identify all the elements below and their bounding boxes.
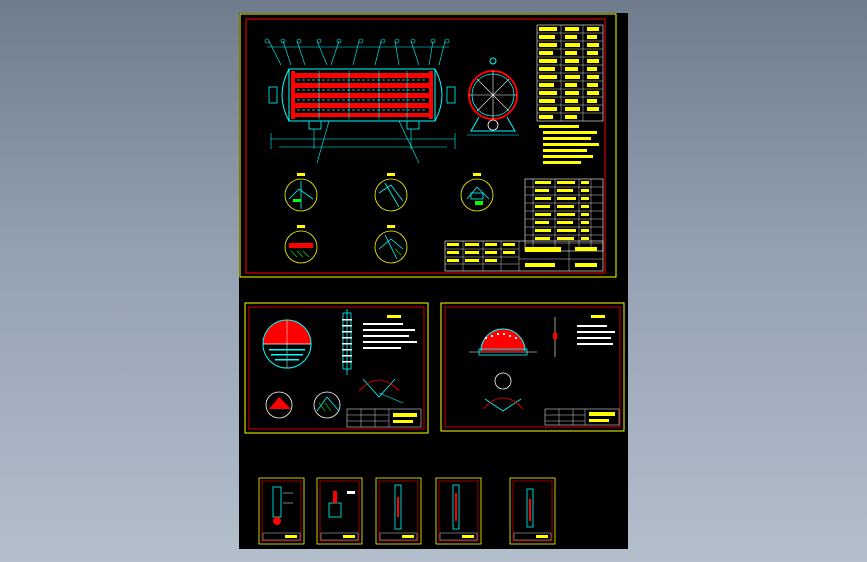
spec-table xyxy=(536,24,604,164)
part-sheet-4[interactable] xyxy=(435,477,482,545)
detail-circle-icon xyxy=(284,173,494,264)
title-block-icon xyxy=(444,240,604,272)
parts-list-table xyxy=(524,178,604,252)
part-sheet-3[interactable] xyxy=(375,477,422,545)
part-sheet-2[interactable] xyxy=(316,477,363,545)
left-detail-sheet[interactable] xyxy=(244,302,429,434)
part-sheet-5[interactable] xyxy=(509,477,556,545)
end-view-icon xyxy=(467,57,519,136)
main-assembly-sheet[interactable] xyxy=(239,13,617,278)
right-detail-sheet[interactable] xyxy=(440,302,625,432)
tube-bundle-icon xyxy=(264,38,456,164)
cad-drawing-canvas[interactable] xyxy=(239,13,628,549)
part-sheet-1[interactable] xyxy=(258,477,305,545)
